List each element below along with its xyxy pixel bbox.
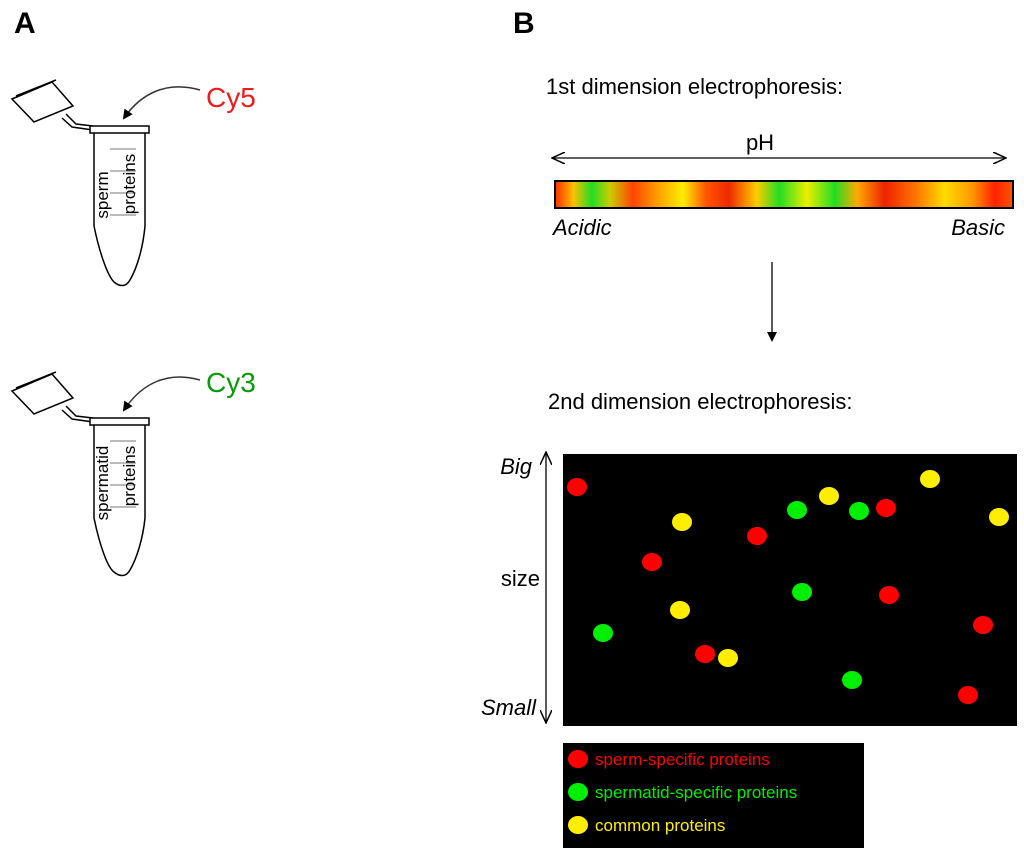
sperm-specific-spot <box>958 686 978 704</box>
spermatid-specific-spot <box>792 583 812 601</box>
tube-label-line1: spermatid <box>93 446 112 521</box>
legend: sperm-specific proteins spermatid-specifi… <box>563 743 864 848</box>
protein-spots <box>567 470 1009 704</box>
acidic-label: Acidic <box>551 215 612 240</box>
sperm-specific-spot <box>567 478 587 496</box>
dye-arrow <box>122 86 201 120</box>
legend-label: sperm-specific proteins <box>595 750 770 769</box>
first-dimension: 1st dimension electrophoresis: pH Acidic… <box>546 74 1014 342</box>
tube-label-line2: proteins <box>120 154 139 214</box>
dye-label: Cy5 <box>206 82 256 113</box>
legend-label: spermatid-specific proteins <box>595 783 797 802</box>
sperm-specific-spot <box>876 499 896 517</box>
tube-icon <box>10 79 150 287</box>
tube-label-line2: proteins <box>120 446 139 506</box>
panel-label-a: A <box>14 7 36 40</box>
sperm-specific-spot <box>747 527 767 545</box>
legend-swatch <box>568 750 588 768</box>
panel-label-b: B <box>513 7 535 40</box>
sperm-specific-spot <box>973 616 993 634</box>
common-spot <box>718 649 738 667</box>
dye-label: Cy3 <box>206 367 256 398</box>
common-spot <box>670 601 690 619</box>
tube-icon <box>10 371 150 577</box>
common-spot <box>672 513 692 531</box>
second-dimension: 2nd dimension electrophoresis: Big size … <box>481 389 1017 726</box>
spermatid-specific-spot <box>842 671 862 689</box>
dye-arrow <box>122 376 201 412</box>
legend-label: common proteins <box>595 816 725 835</box>
tube-spermatid: spermatid proteins Cy3 <box>10 367 256 577</box>
sperm-specific-spot <box>695 645 715 663</box>
first-dimension-heading: 1st dimension electrophoresis: <box>546 74 843 99</box>
ipg-strip <box>554 180 1014 209</box>
tube-label-line1: sperm <box>93 171 112 218</box>
tube-sperm: sperm proteins Cy5 <box>10 79 256 287</box>
basic-label: Basic <box>951 215 1005 240</box>
legend-panel <box>563 743 864 848</box>
spermatid-specific-spot <box>849 502 869 520</box>
sperm-specific-spot <box>879 586 899 604</box>
spermatid-specific-spot <box>787 501 807 519</box>
gel-panel <box>563 454 1017 726</box>
common-spot <box>819 487 839 505</box>
ph-axis-label: pH <box>746 130 774 155</box>
sperm-specific-spot <box>642 553 662 571</box>
spermatid-specific-spot <box>593 624 613 642</box>
small-label: Small <box>481 695 537 720</box>
common-spot <box>920 470 940 488</box>
size-label: size <box>501 566 540 591</box>
second-dimension-heading: 2nd dimension electrophoresis: <box>548 389 853 414</box>
legend-swatch <box>568 783 588 801</box>
big-label: Big <box>500 454 533 479</box>
legend-swatch <box>568 816 588 834</box>
common-spot <box>989 508 1009 526</box>
